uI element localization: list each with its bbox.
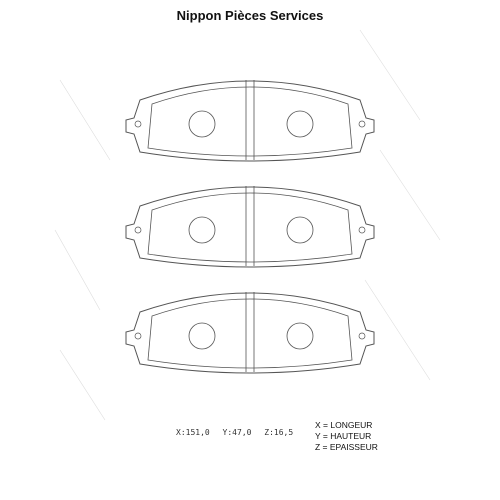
- brake-pad-middle: [125, 185, 375, 268]
- brake-pad-bottom: [125, 291, 375, 374]
- legend-item-z: Z = EPAISSEUR: [315, 442, 378, 452]
- dimension-y: Y:47,0: [222, 428, 252, 437]
- legend-item-y: Y = HAUTEUR: [315, 431, 372, 441]
- dimension-legend: X = LONGEUR Y = HAUTEUR Z = EPAISSEUR: [315, 420, 378, 453]
- brake-pad-top: [125, 79, 375, 162]
- dimension-z: Z:16,5: [264, 428, 294, 437]
- dimension-readout: X:151,0 Y:47,0 Z:16,5: [176, 428, 301, 437]
- page-title: Nippon Pièces Services: [176, 8, 324, 23]
- legend-item-x: X = LONGEUR: [315, 420, 373, 430]
- dimension-x: X:151,0: [176, 428, 210, 437]
- watermark-pattern: [54, 29, 441, 421]
